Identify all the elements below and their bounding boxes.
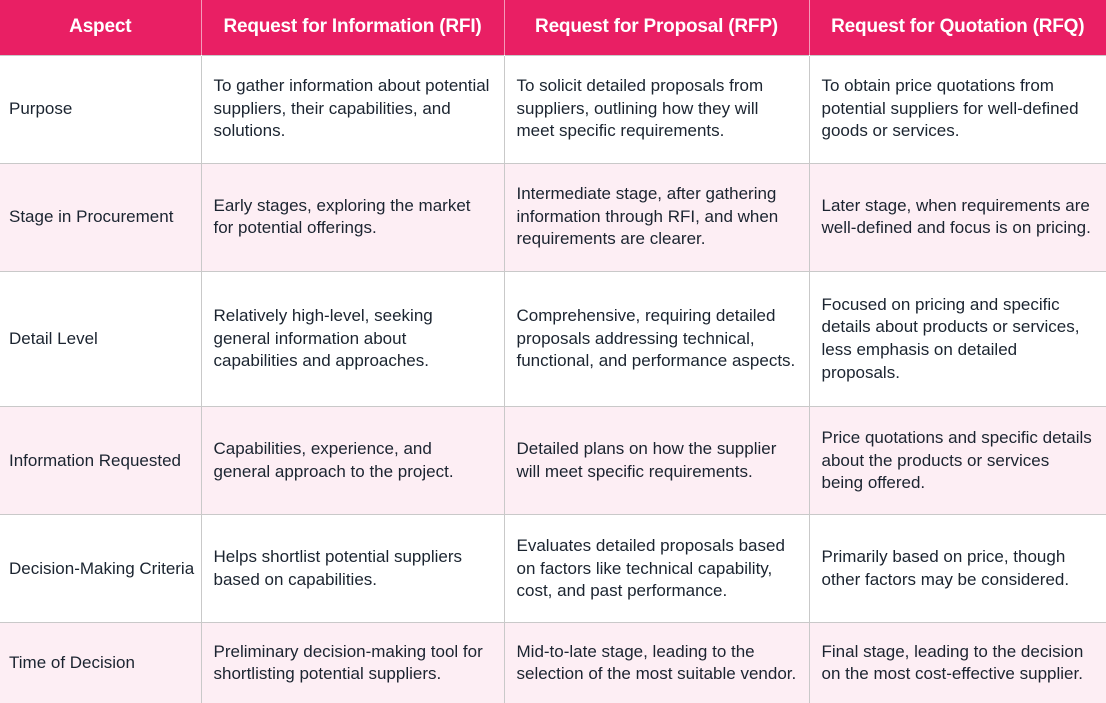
table-row: Information Requested Capabilities, expe… (0, 406, 1106, 516)
table-row: Purpose To gather information about pote… (0, 54, 1106, 164)
column-header-rfq: Request for Quotation (RFQ) (808, 0, 1106, 55)
cell-rfp: Detailed plans on how the supplier will … (503, 406, 810, 516)
cell-text: Later stage, when requirements are well-… (821, 195, 1091, 238)
table-row: Stage in Procurement Early stages, explo… (0, 162, 1106, 272)
cell-text: Time of Decision (9, 652, 135, 672)
cell-rfq: Primarily based on price, though other f… (808, 514, 1106, 624)
column-header-aspect: Aspect (0, 0, 201, 55)
cell-aspect: Information Requested (0, 406, 202, 516)
cell-text: Information Requested (9, 450, 181, 470)
cell-rfq: Price quotations and specific details ab… (808, 406, 1106, 516)
table-row: Decision-Making Criteria Helps shortlist… (0, 514, 1106, 624)
cell-aspect: Detail Level (0, 270, 202, 408)
cell-text: Evaluates detailed proposals based on fa… (516, 536, 785, 601)
cell-rfq: Final stage, leading to the decision on … (808, 622, 1106, 703)
table-body: Purpose To gather information about pote… (0, 54, 1106, 703)
cell-text: Relatively high-level, seeking general i… (213, 306, 433, 371)
cell-rfq: Later stage, when requirements are well-… (808, 162, 1106, 272)
cell-rfi: Early stages, exploring the market for p… (200, 162, 505, 272)
cell-text: Purpose (9, 98, 73, 118)
cell-rfp: Evaluates detailed proposals based on fa… (503, 514, 810, 624)
cell-text: Price quotations and specific details ab… (821, 427, 1092, 493)
table-header: Aspect Request for Information (RFI) Req… (0, 0, 1106, 55)
cell-text: Intermediate stage, after gathering info… (516, 184, 779, 249)
table-row: Detail Level Relatively high-level, seek… (0, 270, 1106, 408)
table-row: Time of Decision Preliminary decision-ma… (0, 622, 1106, 703)
cell-rfi: To gather information about potential su… (200, 54, 505, 164)
cell-text: Helps shortlist potential suppliers base… (213, 547, 463, 589)
cell-text: Mid-to-late stage, leading to the select… (516, 641, 797, 684)
cell-text: Decision-Making Criteria (9, 558, 195, 578)
cell-text: Detail Level (9, 328, 98, 348)
cell-text: To gather information about potential su… (213, 76, 490, 141)
cell-text: To solicit detailed proposals from suppl… (516, 76, 764, 141)
column-header-rfp: Request for Proposal (RFP) (503, 0, 809, 55)
cell-rfq: To obtain price quotations from potentia… (808, 54, 1106, 164)
cell-rfq: Focused on pricing and specific details … (808, 270, 1106, 408)
cell-aspect: Decision-Making Criteria (0, 514, 202, 624)
cell-aspect: Purpose (0, 54, 202, 164)
cell-text: To obtain price quotations from potentia… (821, 76, 1079, 141)
cell-text: Stage in Procurement (9, 206, 174, 226)
cell-rfp: Mid-to-late stage, leading to the select… (503, 622, 810, 703)
cell-rfp: Intermediate stage, after gathering info… (503, 162, 810, 272)
cell-text: Capabilities, experience, and general ap… (213, 439, 454, 481)
cell-rfi: Capabilities, experience, and general ap… (200, 406, 505, 516)
cell-rfi: Helps shortlist potential suppliers base… (200, 514, 505, 624)
cell-text: Preliminary decision-making tool for sho… (213, 641, 483, 684)
cell-aspect: Stage in Procurement (0, 162, 202, 272)
cell-rfp: Comprehensive, requiring detailed propos… (503, 270, 810, 408)
cell-text: Detailed plans on how the supplier will … (516, 439, 777, 481)
cell-rfp: To solicit detailed proposals from suppl… (503, 54, 810, 164)
cell-rfi: Preliminary decision-making tool for sho… (200, 622, 505, 703)
cell-rfi: Relatively high-level, seeking general i… (200, 270, 505, 408)
header-row: Aspect Request for Information (RFI) Req… (0, 0, 1106, 55)
column-header-rfi: Request for Information (RFI) (200, 0, 504, 55)
cell-aspect: Time of Decision (0, 622, 202, 703)
cell-text: Focused on pricing and specific details … (821, 294, 1080, 382)
cell-text: Early stages, exploring the market for p… (213, 195, 471, 238)
cell-text: Comprehensive, requiring detailed propos… (516, 306, 796, 371)
cell-text: Final stage, leading to the decision on … (821, 641, 1084, 684)
cell-text: Primarily based on price, though other f… (821, 547, 1070, 589)
